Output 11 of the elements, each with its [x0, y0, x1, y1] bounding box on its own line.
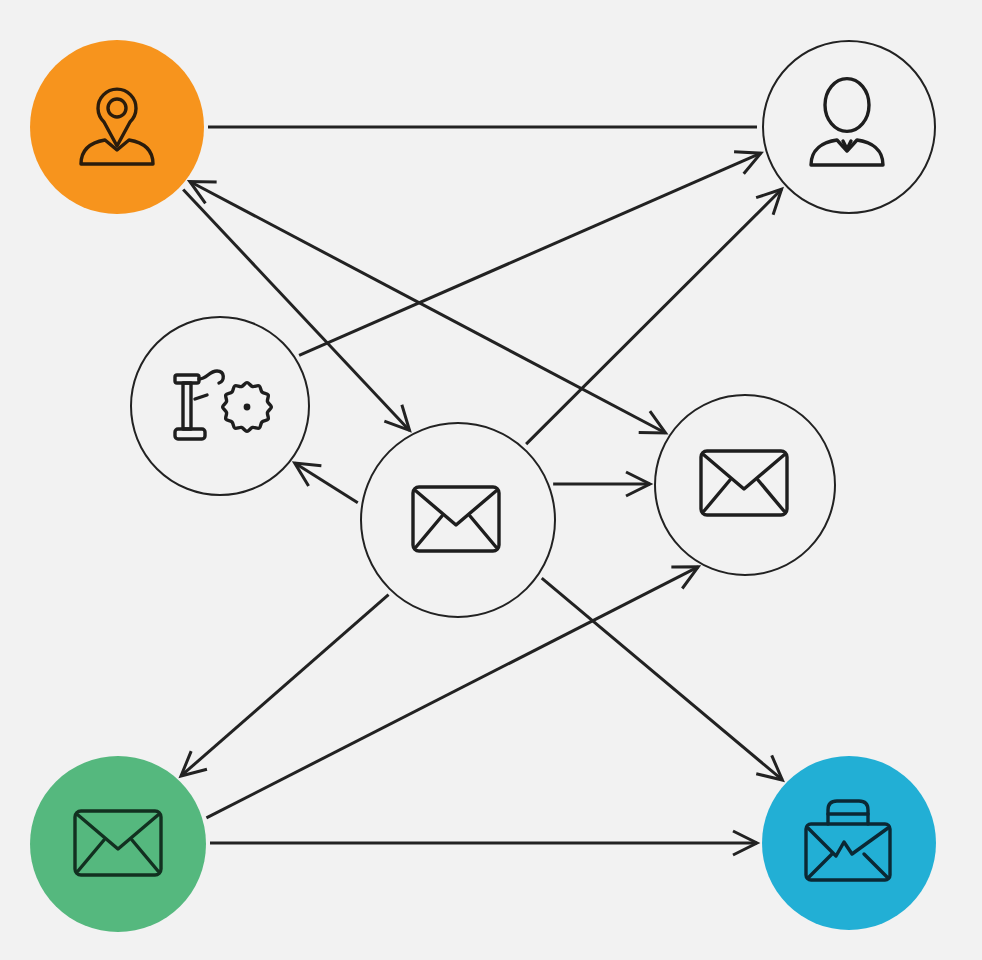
- connector-line: [208, 125, 757, 129]
- double-headed-arrow: [188, 180, 668, 435]
- arrow: [205, 565, 700, 820]
- arrow: [210, 829, 759, 857]
- arrow: [179, 593, 390, 778]
- arrow: [298, 150, 763, 357]
- arrow: [293, 461, 359, 505]
- arrow: [182, 188, 412, 432]
- arrow: [553, 470, 652, 498]
- arrow: [525, 187, 784, 446]
- arrow: [540, 577, 784, 782]
